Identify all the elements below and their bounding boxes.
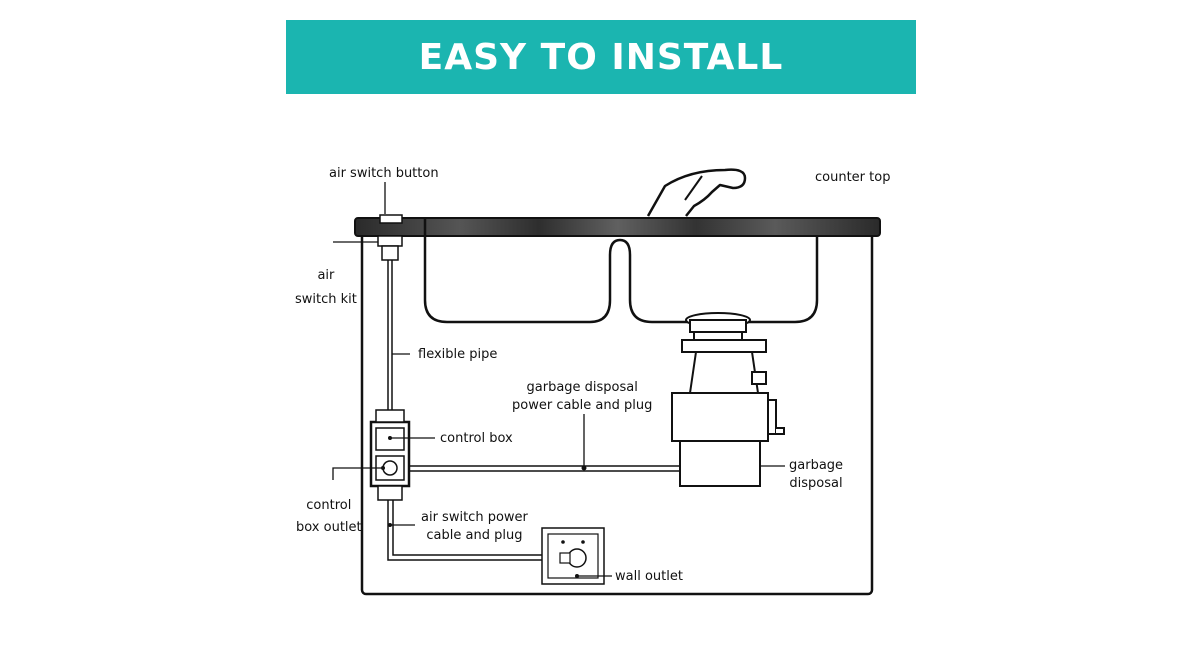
air-switch-power-cable — [387, 500, 560, 561]
label-control-box: control box — [440, 431, 513, 446]
label-garbage-disposal: garbage disposal — [789, 458, 844, 491]
air-switch-button — [379, 214, 403, 224]
leader-control-box-outlet — [332, 467, 383, 480]
countertop — [354, 217, 881, 237]
label-air-switch-power-cable: air switch power cable and plug — [421, 510, 528, 543]
air-switch-kit — [377, 235, 403, 247]
control-box-outlet — [382, 460, 398, 476]
banner-title: EASY TO INSTALL — [418, 36, 784, 78]
garbage-disposal-unit — [671, 312, 785, 487]
label-counter-top: counter top — [815, 170, 891, 185]
plug-icon — [567, 548, 587, 568]
sink-basin — [423, 218, 819, 324]
label-garbage-disposal-cable: garbage disposal power cable and plug — [512, 380, 653, 413]
faucet — [646, 168, 747, 217]
label-flexible-pipe: flexible pipe — [418, 347, 498, 362]
label-air-switch-kit: air switch kit — [295, 268, 357, 307]
title-banner: EASY TO INSTALL — [286, 20, 916, 94]
label-control-box-outlet: control box outlet — [296, 498, 362, 535]
label-wall-outlet: wall outlet — [615, 569, 683, 584]
label-air-switch-button: air switch button — [329, 166, 439, 181]
